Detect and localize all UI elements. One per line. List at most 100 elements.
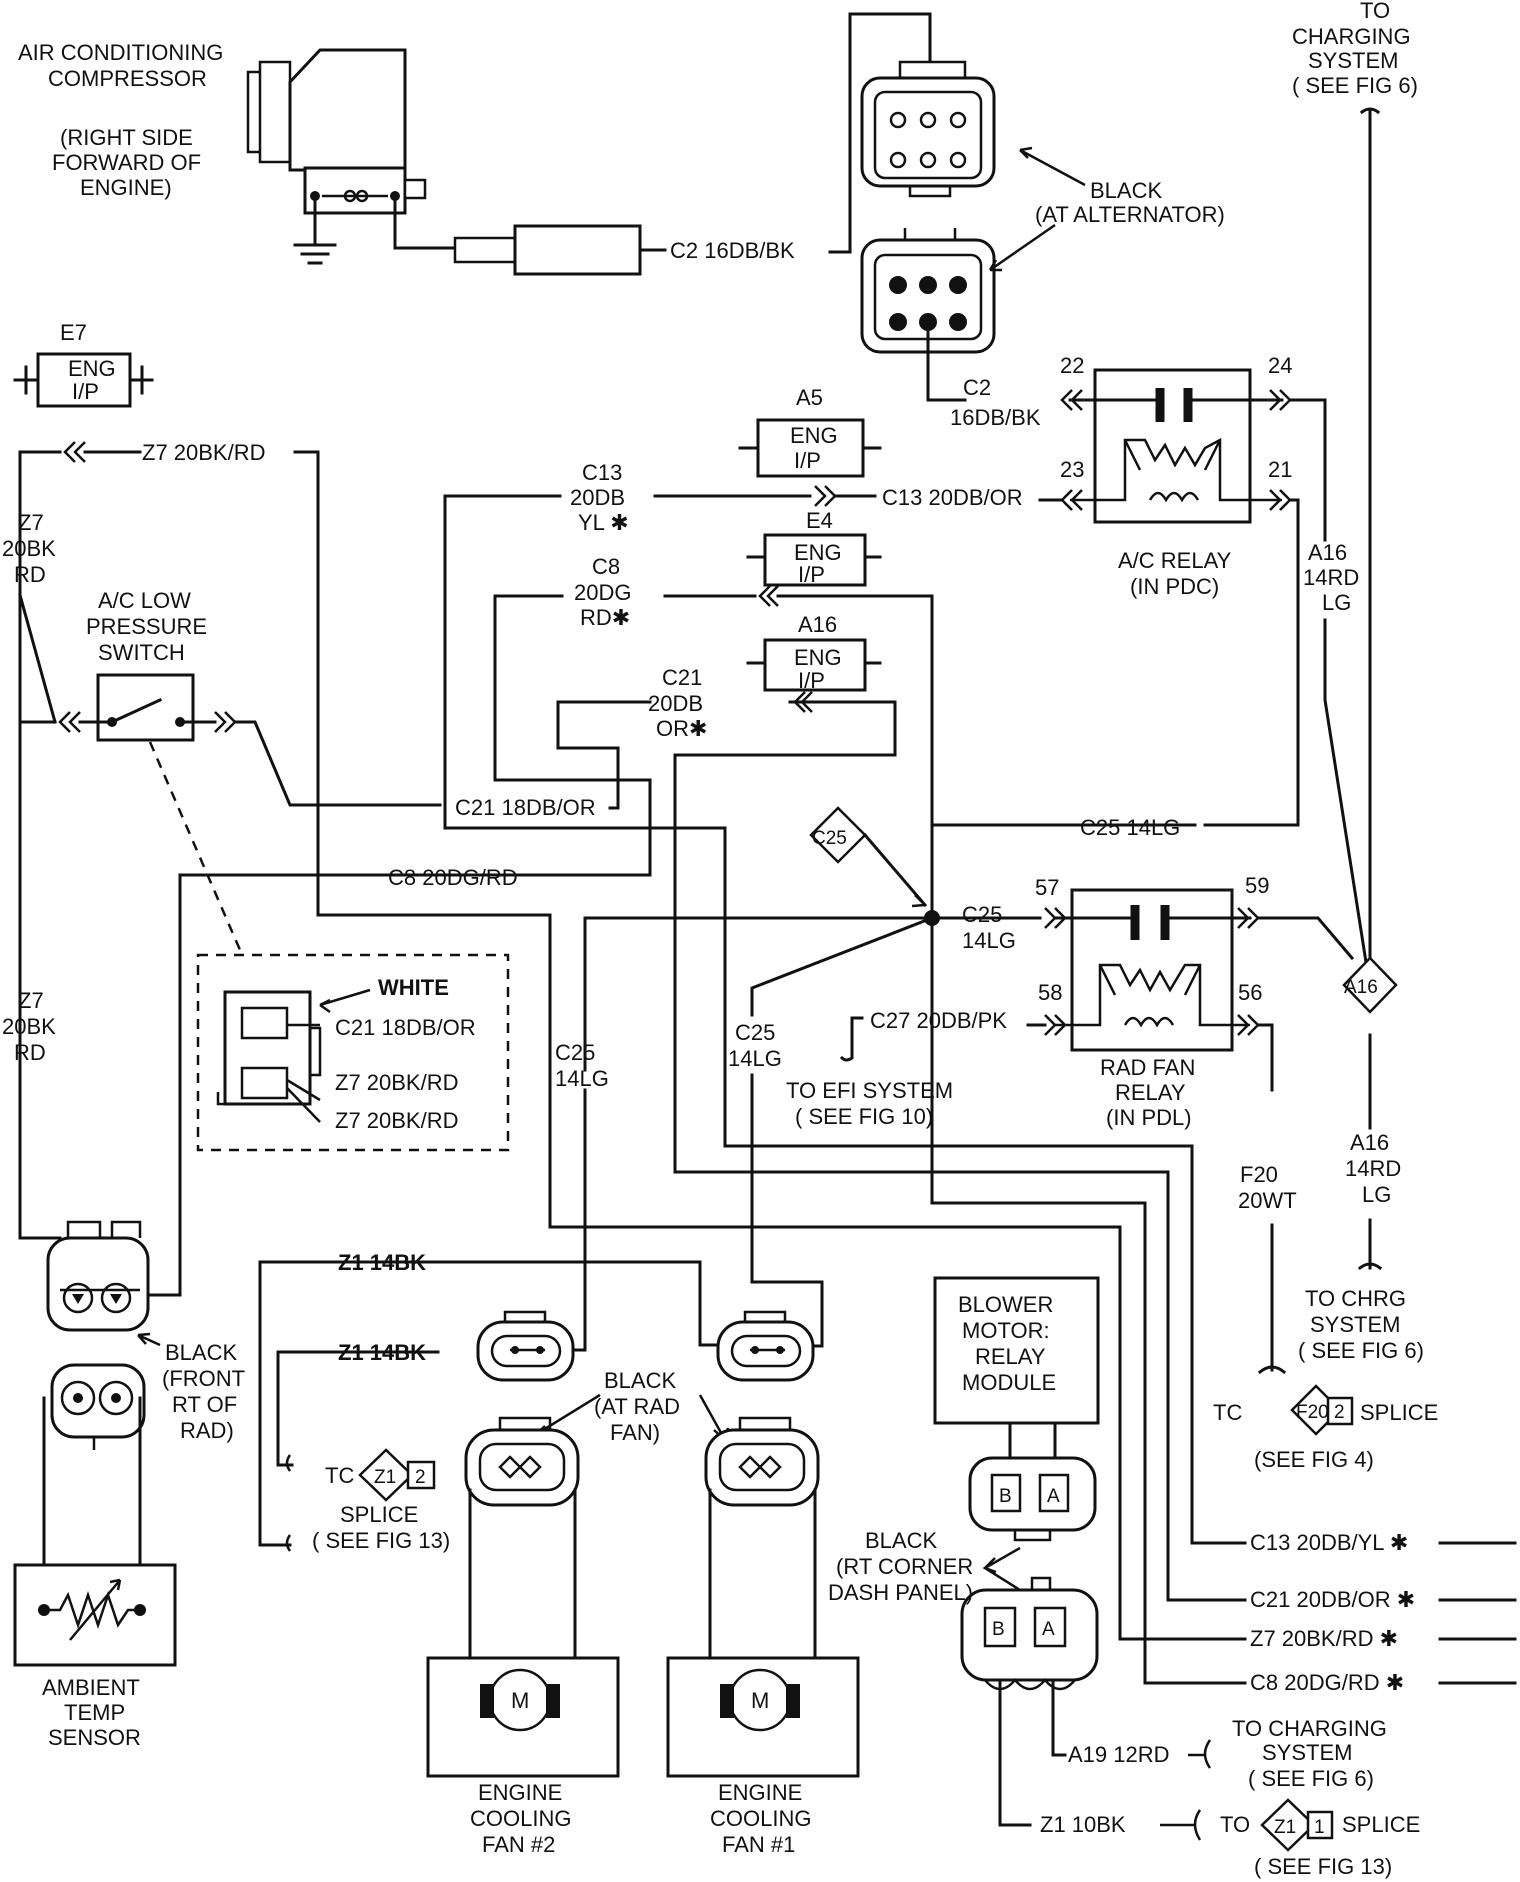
white-z7b: Z7 20BK/RD [335,1108,459,1133]
white-c21: C21 18DB/OR [335,1015,476,1040]
f20-splice-n: 2 [1334,1402,1345,1423]
wire-c2-relay-a: C2 [963,375,991,400]
pin-22: 22 [1060,353,1084,378]
rad-fan-conn-1: BLACK [604,1368,676,1393]
eng-ip-e7-l1: ENG [68,356,116,381]
rad-fan-relay-3: (IN PDL) [1106,1105,1192,1130]
ac-low-pressure-switch [18,673,442,1240]
z1b-tc: TO [1220,1812,1250,1837]
dash-pin-a: A [1042,1619,1055,1640]
eng-ip-a16-id: A16 [798,612,837,637]
ac-compressor-loc-3: ENGINE) [80,175,172,200]
f20-splice-tc: TC [1213,1400,1242,1425]
wire-f20-a: F20 [1240,1162,1278,1187]
wire-c2-top: C2 16DB/BK [670,238,795,263]
fan1-motor: M [751,1688,769,1713]
eng-ip-e7-l2: I/P [72,379,99,404]
front-rad-3: RT OF [172,1392,237,1417]
a16-splice-label: A16 [1344,977,1378,998]
chg2-a: TO CHARGING [1232,1716,1387,1741]
fan2-2: COOLING [470,1806,571,1831]
chg2-c: ( SEE FIG 6) [1248,1766,1374,1791]
blower-pin-b: B [999,1486,1012,1507]
wire-c13-relay: C13 20DB/OR [882,485,1023,510]
wire-a16-top-a: A16 [1308,540,1347,565]
out-c21: C21 20DB/OR ✱ [1250,1587,1415,1612]
ambient-3: SENSOR [48,1725,141,1750]
front-rad-2: (FRONT [162,1366,245,1391]
f20-splice [1290,1384,1354,1436]
wire-c25-relay-b: 14LG [962,928,1016,953]
eng-ip-a16 [746,638,882,692]
eng-ip-e4 [746,533,882,587]
eng-ip-a5-l2: I/P [794,448,821,473]
alternator-label-1: BLACK [1090,178,1162,203]
fan2-3: FAN #2 [482,1832,555,1857]
dash-panel-2: (RT CORNER [836,1554,973,1579]
z1b-fig: ( SEE FIG 13) [1254,1854,1392,1879]
wire-c13-c: YL ✱ [578,510,629,535]
ambient-1: AMBIENT [42,1675,140,1700]
wire-c21-c: OR✱ [656,716,707,741]
wire-c8-mid: C8 20DG/RD [388,865,518,890]
wire-a16-bot-b: 14RD [1345,1156,1401,1181]
eng-ip-e4-l2: I/P [798,562,825,587]
wire-z7-top: Z7 20BK/RD [142,440,266,465]
fan1-connector [716,1310,815,1382]
fan1-1: ENGINE [718,1780,802,1805]
wire-z7-left-a: Z7 [18,510,44,535]
chrg-a: TO CHRG [1305,1286,1406,1311]
c25-splice [809,806,940,926]
wire-c25-right-a: C25 [735,1020,775,1045]
pin-56: 56 [1238,980,1262,1005]
wire-f20-b: 20WT [1238,1188,1297,1213]
eng-ip-a5-l1: ENG [790,423,838,448]
eng-ip-a5-id: A5 [796,385,823,410]
wire-c8-c: RD✱ [580,605,630,630]
ac-low-pressure-3: SWITCH [98,640,185,665]
z1-splice [358,1448,436,1502]
blower-2: MOTOR: [962,1318,1050,1343]
ac-low-pressure-2: PRESSURE [86,614,207,639]
wire-a19: A19 12RD [1068,1742,1170,1767]
wire-z7-low-a: Z7 [18,988,44,1013]
wire-a16-top-b: 14RD [1303,565,1359,590]
fan2-1: ENGINE [478,1780,562,1805]
wire-z1-bot: Z1 10BK [1040,1812,1126,1837]
pin-58: 58 [1038,980,1062,1005]
wire-z1-mid: Z1 14BK [338,1340,426,1365]
chrg-b: SYSTEM [1310,1312,1400,1337]
rad-fan-conn-3: FAN) [610,1420,660,1445]
charging-top-3: SYSTEM [1308,48,1398,73]
wire-a16-top-c: LG [1322,590,1351,615]
z1b-n: 1 [1314,1817,1325,1838]
c25-splice-label: C25 [812,828,847,849]
wire-c13-a: C13 [582,460,622,485]
ac-compressor-label-2: COMPRESSOR [48,66,207,91]
efi-a: TO EFI SYSTEM [786,1078,953,1103]
z1b-id: Z1 [1274,1817,1296,1838]
out-c13: C13 20DB/YL ✱ [1250,1530,1408,1555]
z1b-splice [1260,1798,1334,1852]
ac-compressor-loc-2: FORWARD OF [52,150,201,175]
rad-fan-relay-1: RAD FAN [1100,1055,1195,1080]
wire-c8-a: C8 [592,554,620,579]
efi-b: ( SEE FIG 10) [795,1104,933,1129]
z1-splice-fig: ( SEE FIG 13) [312,1528,450,1553]
fan2-motor: M [511,1688,529,1713]
ac-relay-label-2: (IN PDC) [1130,574,1219,599]
f20-splice-fig: (SEE FIG 4) [1254,1447,1374,1472]
wire-c25-relay-a: C25 [962,902,1002,927]
out-z7: Z7 20BK/RD ✱ [1250,1626,1398,1651]
blower-pin-a: A [1047,1486,1060,1507]
eng-ip-e4-l1: ENG [794,540,842,565]
z1b-word: SPLICE [1342,1812,1420,1837]
pin-24: 24 [1268,353,1292,378]
wire-a16-bot-c: LG [1362,1182,1391,1207]
dash-panel-3: DASH PANEL) [828,1580,973,1605]
a16-splice [1342,956,1398,1014]
dash-panel-1: BLACK [865,1528,937,1553]
wire-c25-right-b: 14LG [728,1046,782,1071]
charging-top-4: ( SEE FIG 6) [1292,73,1418,98]
